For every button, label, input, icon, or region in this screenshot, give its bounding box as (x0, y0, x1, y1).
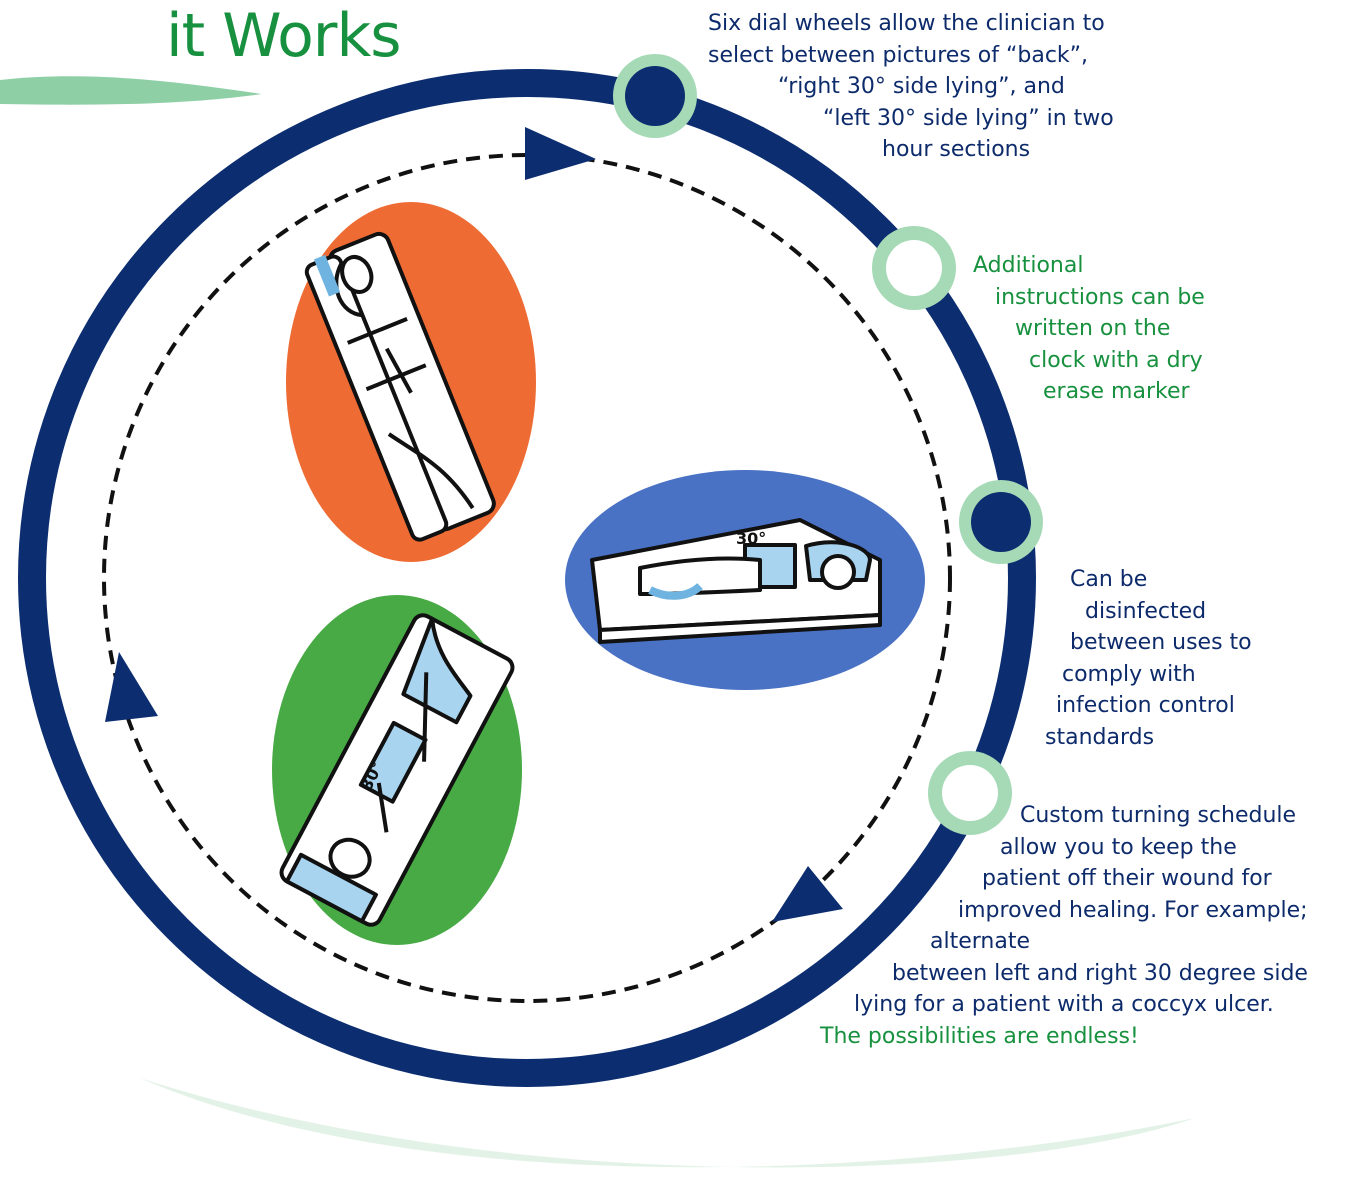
callout-line: Can be (1070, 567, 1148, 592)
callout-line: between uses to (1070, 630, 1252, 655)
callout-line: Custom turning schedule (1020, 803, 1297, 828)
callout-instructions: Additional instructions can be written o… (973, 250, 1273, 408)
marker-custom-schedule (928, 751, 1012, 835)
callout-line: clock with a dry (1029, 347, 1203, 373)
callout-line: written on the (1015, 316, 1171, 341)
callout-line: erase marker (1043, 379, 1190, 404)
callout-line: select between pictures of “back”, (708, 42, 1089, 68)
callout-line: standards (1045, 724, 1155, 750)
clock-ring (18, 69, 1036, 1087)
position-right-illustration (565, 470, 925, 690)
callout-line: between left and right 30 degree side (892, 960, 1308, 986)
callout-line: hour sections (882, 137, 1031, 162)
callout-line: allow you to keep the (1000, 834, 1237, 860)
callout-dial-wheels: Six dial wheels allow the clinician to s… (708, 8, 1168, 166)
arrow-bottom-right-icon (772, 866, 843, 922)
callout-line: Six dial wheels allow the clinician to (708, 11, 1105, 36)
rotation-path (102, 153, 952, 1003)
callout-line: infection control (1056, 693, 1235, 718)
callout-custom-schedule: Custom turning schedule allow you to kee… (820, 800, 1360, 1052)
callout-line: instructions can be (995, 284, 1205, 310)
callout-line: alternate (930, 929, 1030, 954)
arrow-left-icon (105, 652, 158, 722)
top-left-swoosh (0, 76, 262, 105)
callout-line: disinfected (1085, 598, 1207, 624)
marker-disinfected (959, 480, 1043, 564)
bottom-swoosh (140, 1078, 1195, 1168)
marker-dial-wheels (613, 54, 697, 138)
callout-line: “right 30° side lying”, and (778, 74, 1065, 99)
callout-disinfected: Can be disinfected between uses to compl… (1045, 564, 1325, 753)
label-right-30: 30° (736, 529, 766, 548)
callout-line: Additional (973, 253, 1084, 278)
arrow-top-icon (525, 127, 596, 180)
callout-line: “left 30° side lying” in two (823, 105, 1114, 131)
marker-instructions (872, 226, 956, 310)
callout-closing: The possibilities are endless! (820, 1023, 1139, 1049)
callout-line: improved healing. For example; (958, 897, 1308, 923)
page-title: it Works (166, 1, 401, 71)
callout-line: comply with (1062, 661, 1196, 687)
position-left-illustration (272, 595, 522, 945)
callout-line: patient off their wound for (982, 866, 1272, 891)
callout-line: lying for a patient with a coccyx ulcer. (854, 992, 1274, 1017)
position-back-illustration (286, 202, 536, 562)
